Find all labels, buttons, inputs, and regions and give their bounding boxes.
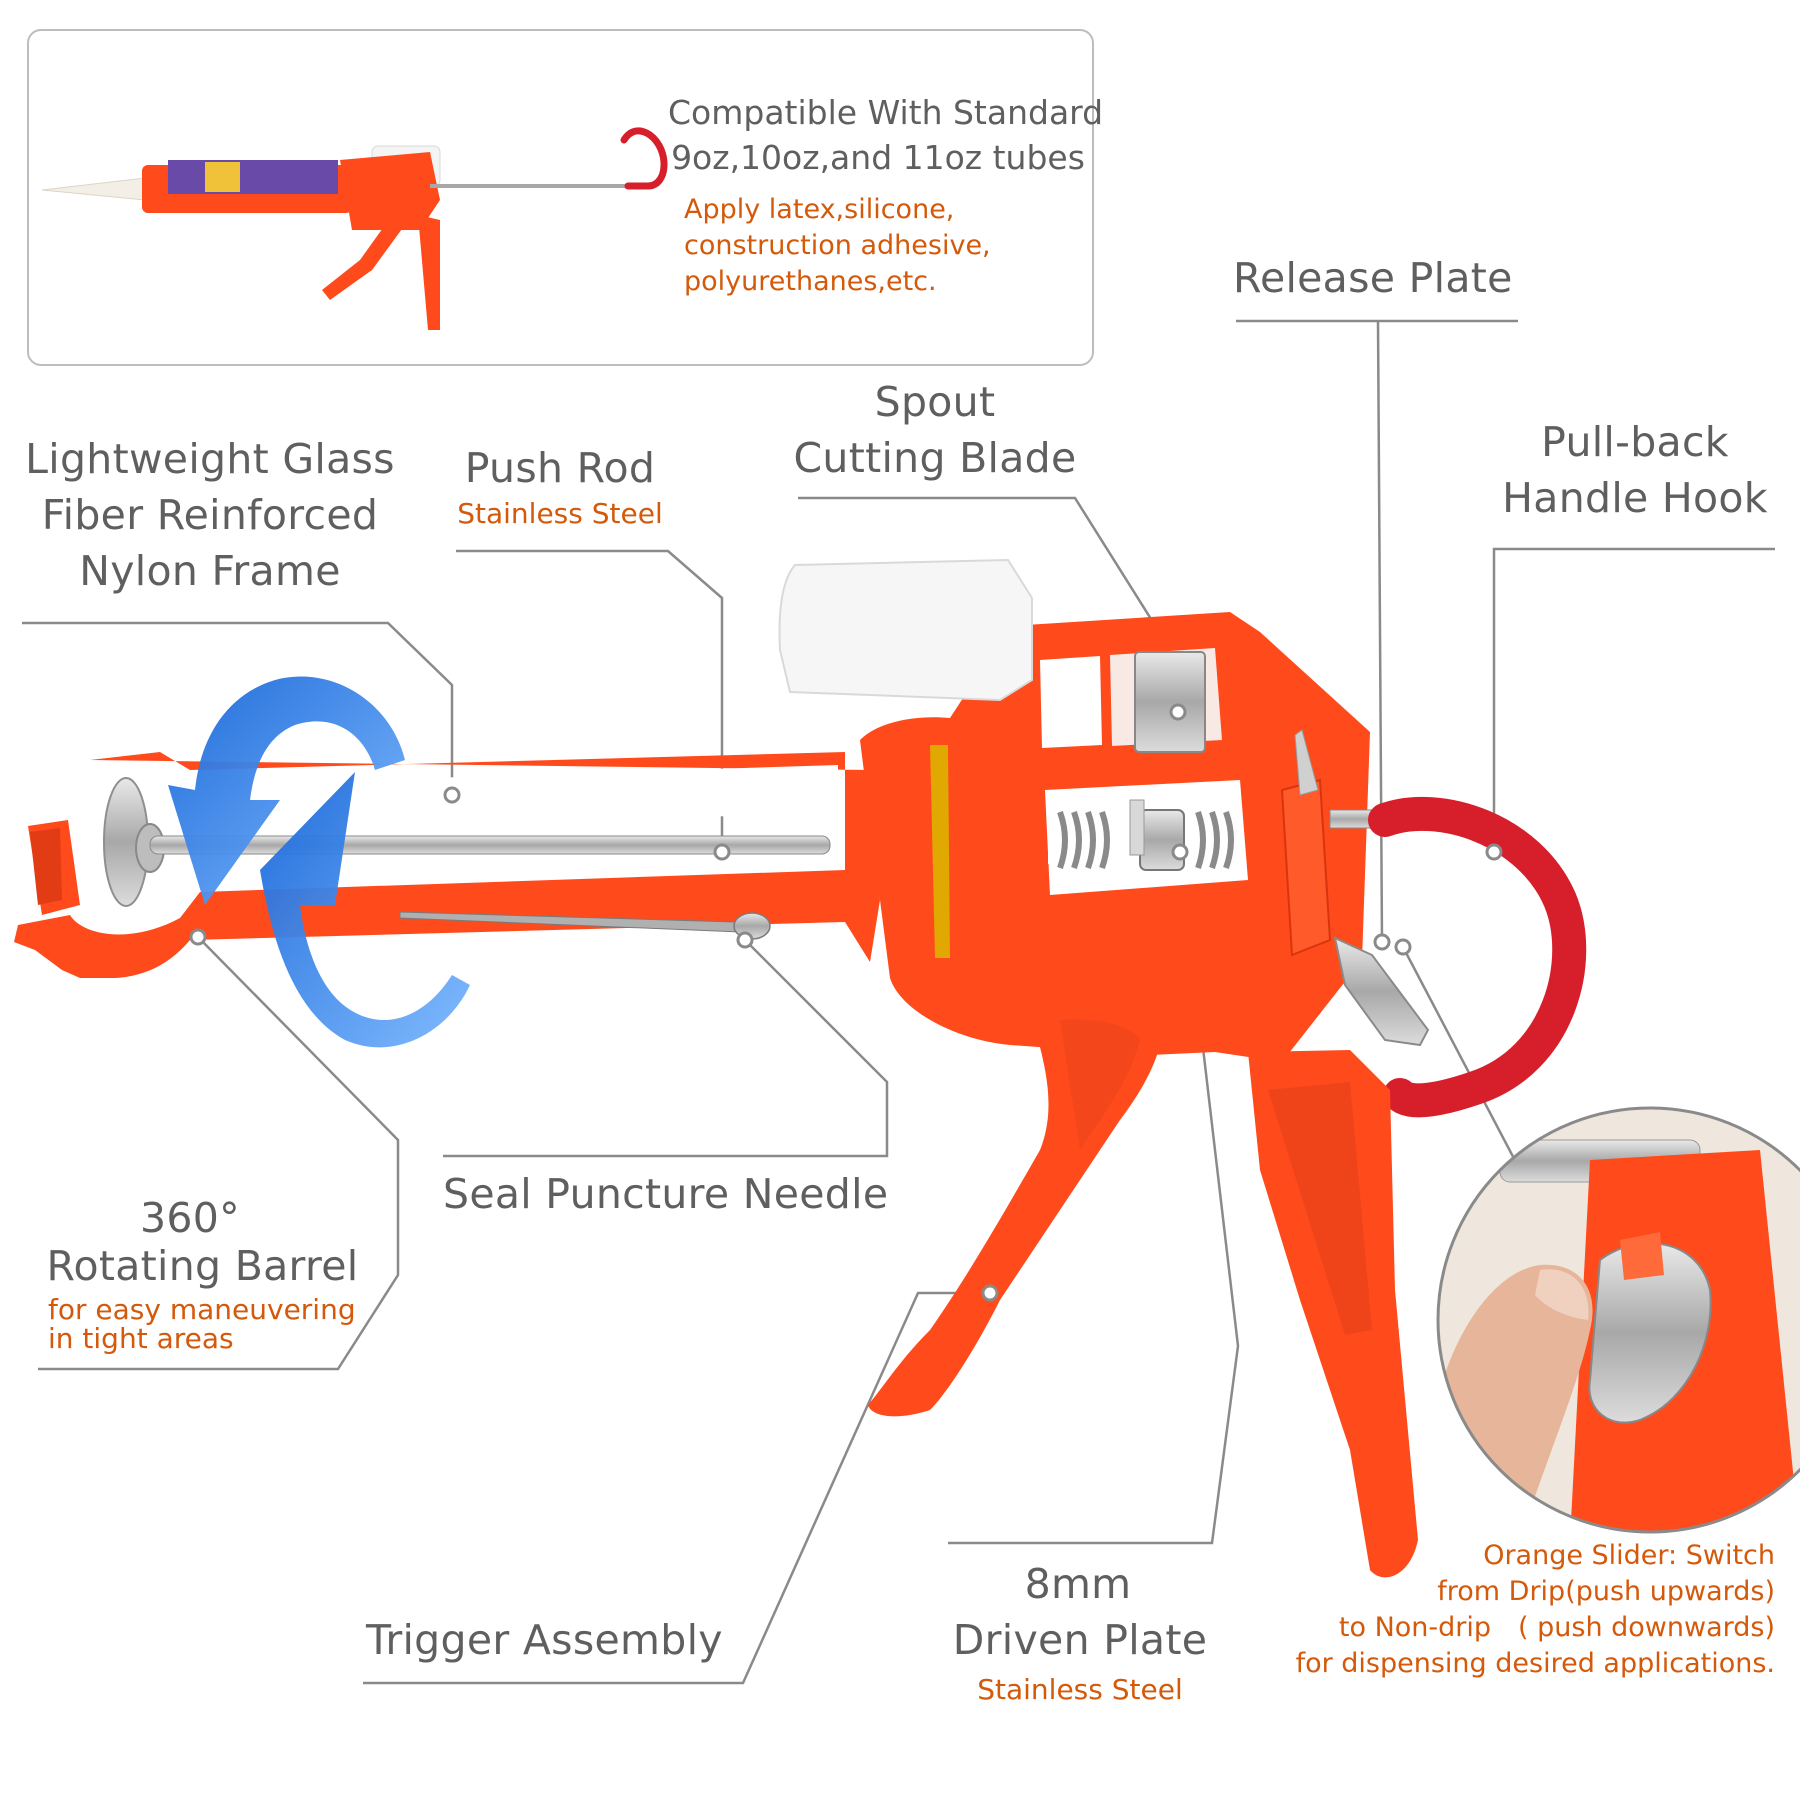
release-plate-label: Release Plate [1233,254,1513,302]
apply-line-1: Apply latex,silicone, [684,194,955,225]
hook-label-line-1: Pull-back [1541,418,1729,466]
rotation-arrow-icon [168,676,470,1048]
plate-material: Stainless Steel [977,1673,1183,1706]
apply-line-2: construction adhesive, [684,230,991,261]
push-rod-label: Push Rod [464,444,656,492]
frame-label-line-1: Lightweight Glass [25,435,395,483]
barrel-label-line-1: 360° [140,1194,240,1242]
plate-label-line-2: Driven Plate [952,1616,1208,1664]
slider-note-line-2: from Drip(push upwards) [1437,1576,1775,1607]
frame-label-line-2: Fiber Reinforced [41,491,379,539]
barrel-sub-line-1: for easy maneuvering [48,1293,356,1326]
compat-line-1: Compatible With Standard [668,93,1104,132]
spout-label-line-2: Cutting Blade [793,434,1077,482]
push-rod-material: Stainless Steel [457,497,663,530]
spout-label-line-1: Spout [874,378,996,426]
slider-closeup-image [1436,1106,1800,1534]
trigger-label: Trigger Assembly [366,1616,723,1664]
inset-caulking-gun-image [41,127,668,330]
slider-note-line-4: for dispensing desired applications. [1295,1648,1775,1679]
plate-label-line-1: 8mm [1024,1560,1132,1608]
barrel-label-line-2: Rotating Barrel [46,1242,359,1290]
compat-line-2: 9oz,10oz,and 11oz tubes [671,138,1085,177]
slider-note-line-3: to Non-drip ( push downwards) [1338,1612,1775,1643]
hook-label-line-2: Handle Hook [1502,474,1768,522]
frame-label-line-3: Nylon Frame [79,547,341,595]
slider-note-line-1: Orange Slider: Switch [1483,1540,1775,1571]
barrel-sub-line-2: in tight areas [48,1322,234,1355]
needle-label: Seal Puncture Needle [443,1170,889,1218]
caulking-gun-image [14,558,1587,1578]
apply-line-3: polyurethanes,etc. [684,266,937,297]
inset-panel [27,29,1094,366]
